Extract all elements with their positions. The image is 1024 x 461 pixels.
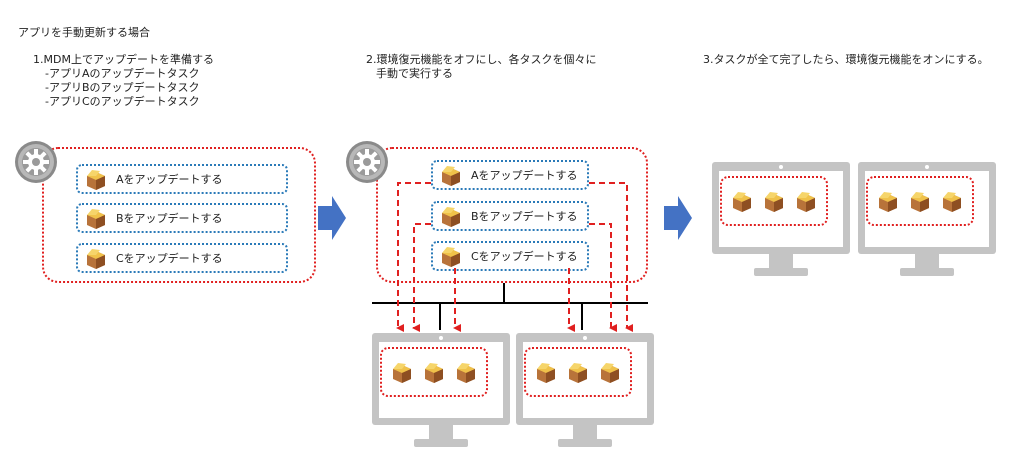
monitor-icon: [516, 333, 654, 451]
package-icon: [87, 209, 105, 229]
gear-icon: [15, 141, 57, 183]
arrow-right-icon: [664, 196, 692, 240]
installed-apps-group: [866, 176, 974, 226]
package-icon: [733, 192, 751, 212]
package-icon: [87, 249, 105, 269]
dist-a-pc2: [589, 182, 633, 332]
package-icon: [425, 363, 443, 383]
package-icon: [601, 363, 619, 383]
task-update-c-step2[interactable]: Cをアップデートする: [431, 241, 589, 271]
task-update-a[interactable]: Aをアップデートする: [76, 164, 288, 194]
monitor-icon: [372, 333, 510, 451]
installed-apps-group: [380, 347, 488, 397]
step1-item-c: -アプリCのアップデートタスク: [45, 95, 200, 108]
step1-label: 1.MDM上でアップデートを準備する: [33, 53, 214, 66]
package-icon: [569, 363, 587, 383]
package-icon: [797, 192, 815, 212]
task-label: Cをアップデートする: [116, 252, 223, 265]
package-icon: [943, 192, 961, 212]
package-icon: [765, 192, 783, 212]
package-icon: [457, 363, 475, 383]
package-icon: [393, 363, 411, 383]
page-title: アプリを手動更新する場合: [18, 26, 150, 39]
package-icon: [537, 363, 555, 383]
monitor-icon: [858, 162, 996, 280]
task-label: Aをアップデートする: [116, 173, 223, 186]
task-update-a-step2[interactable]: Aをアップデートする: [431, 160, 589, 190]
step2-label-line1: 2.環境復元機能をオフにし、各タスクを個々に: [366, 53, 597, 66]
package-icon: [442, 166, 460, 186]
package-icon: [879, 192, 897, 212]
task-update-c[interactable]: Cをアップデートする: [76, 243, 288, 273]
step2-label-line2: 手動で実行する: [376, 67, 453, 80]
installed-apps-group: [524, 347, 632, 397]
dist-a-pc1: [396, 182, 431, 332]
task-label: Cをアップデートする: [471, 250, 578, 263]
task-update-b-step2[interactable]: Bをアップデートする: [431, 201, 589, 231]
monitor-icon: [712, 162, 850, 280]
package-icon: [911, 192, 929, 212]
task-update-b[interactable]: Bをアップデートする: [76, 203, 288, 233]
dist-b-pc2: [589, 223, 617, 332]
package-icon: [442, 247, 460, 267]
package-icon: [87, 170, 105, 190]
installed-apps-group: [720, 176, 828, 226]
task-label: Bをアップデートする: [116, 212, 223, 225]
step1-item-b: -アプリBのアップデートタスク: [45, 81, 200, 94]
arrow-right-icon: [318, 196, 346, 240]
step2-task-group: [376, 147, 648, 283]
step1-item-a: -アプリAのアップデートタスク: [45, 67, 200, 80]
task-label: Bをアップデートする: [471, 210, 578, 223]
step1-task-group: [42, 147, 316, 283]
step3-label: 3.タスクが全て完了したら、環境復元機能をオンにする。: [703, 53, 989, 66]
gear-icon: [346, 141, 388, 183]
dist-b-pc1: [412, 223, 431, 332]
package-icon: [442, 207, 460, 227]
task-label: Aをアップデートする: [471, 169, 578, 182]
